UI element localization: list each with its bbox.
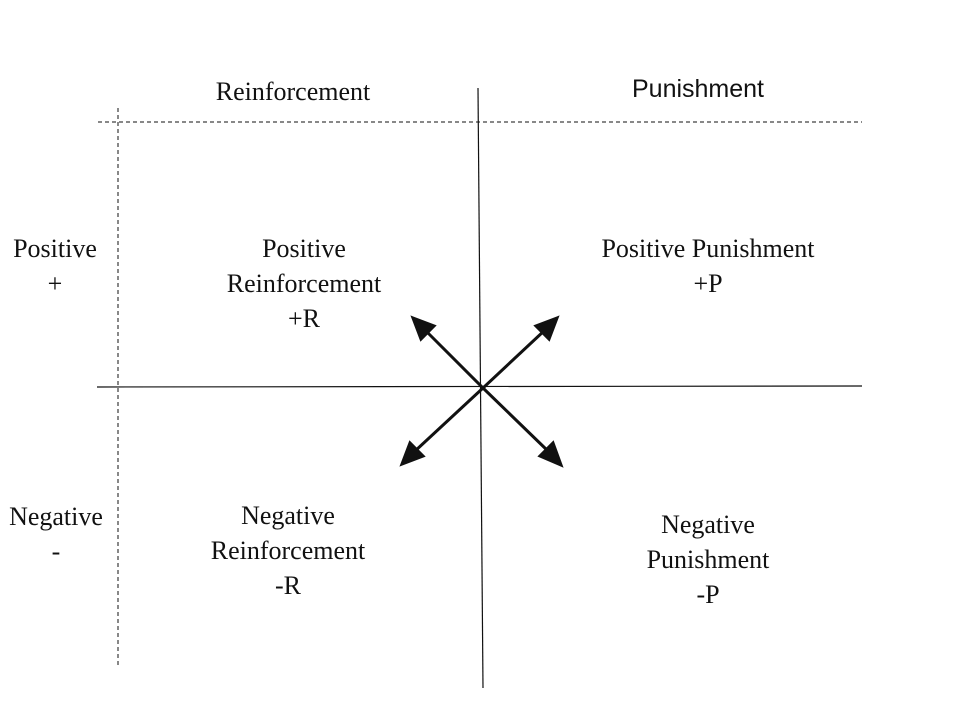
arrow-up-left	[423, 328, 485, 390]
quadrant-positive-reinforcement: Positive Reinforcement +R	[194, 231, 414, 336]
quadrant-positive-reinforcement-line2: Reinforcement	[226, 269, 382, 298]
center-arrows	[399, 315, 564, 468]
row-label-negative-text: Negative	[9, 502, 103, 531]
quadrant-positive-punishment: Positive Punishment +P	[568, 231, 848, 301]
quadrant-negative-reinforcement-abbr: -R	[275, 571, 301, 600]
quadrant-negative-punishment: Negative Punishment -P	[598, 507, 818, 612]
column-header-reinforcement: Reinforcement	[215, 77, 371, 106]
arrow-up-right	[481, 328, 547, 390]
arrow-down-left-head	[399, 440, 426, 467]
arrow-down-right-head	[537, 440, 564, 468]
quadrant-negative-punishment-line1: Negative	[661, 510, 755, 539]
quadrant-positive-reinforcement-line1: Positive	[262, 234, 346, 263]
arrow-up-left-head	[410, 315, 437, 342]
arrow-down-right	[481, 386, 551, 454]
quadrant-negative-punishment-line2: Punishment	[646, 545, 770, 574]
vertical-axis	[477, 87, 484, 689]
row-label-positive-sign: +	[47, 269, 63, 298]
quadrant-positive-punishment-line1: Positive Punishment	[601, 234, 815, 263]
arrow-up-right-head	[533, 315, 560, 342]
row-label-negative-sign: -	[51, 537, 61, 566]
column-header-punishment: Punishment	[631, 75, 765, 103]
quadrant-positive-punishment-abbr: +P	[693, 269, 723, 298]
quadrant-positive-reinforcement-abbr: +R	[287, 304, 320, 333]
quadrant-negative-reinforcement-line2: Reinforcement	[210, 536, 366, 565]
arrow-down-left	[412, 386, 485, 454]
row-label-negative: Negative -	[0, 499, 112, 569]
quadrant-negative-reinforcement-line1: Negative	[241, 501, 335, 530]
quadrant-negative-reinforcement: Negative Reinforcement -R	[178, 498, 398, 603]
row-label-positive-text: Positive	[13, 234, 97, 263]
row-label-positive: Positive +	[0, 231, 110, 301]
quadrant-negative-punishment-abbr: -P	[696, 580, 720, 609]
